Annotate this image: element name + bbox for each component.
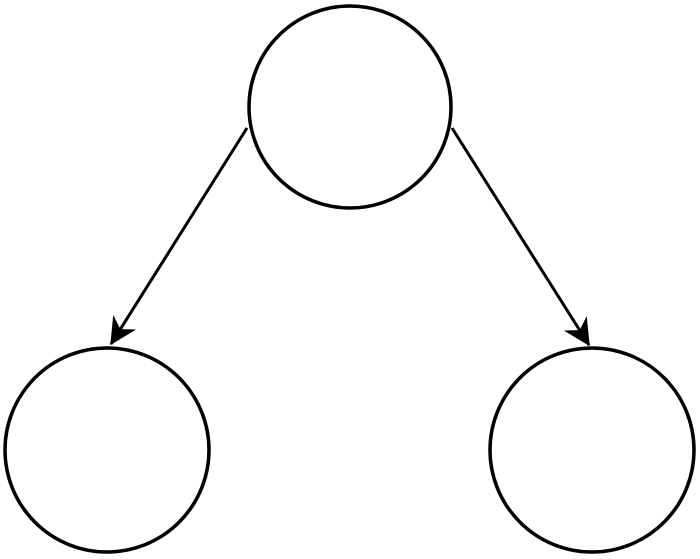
edge-arrow-root-to-child-left xyxy=(109,127,249,346)
node-circle-root xyxy=(247,4,453,210)
edge-arrow-root-to-child-right xyxy=(450,127,591,347)
node-circle-child-left xyxy=(3,346,211,554)
node-circle-child-right xyxy=(488,346,696,554)
